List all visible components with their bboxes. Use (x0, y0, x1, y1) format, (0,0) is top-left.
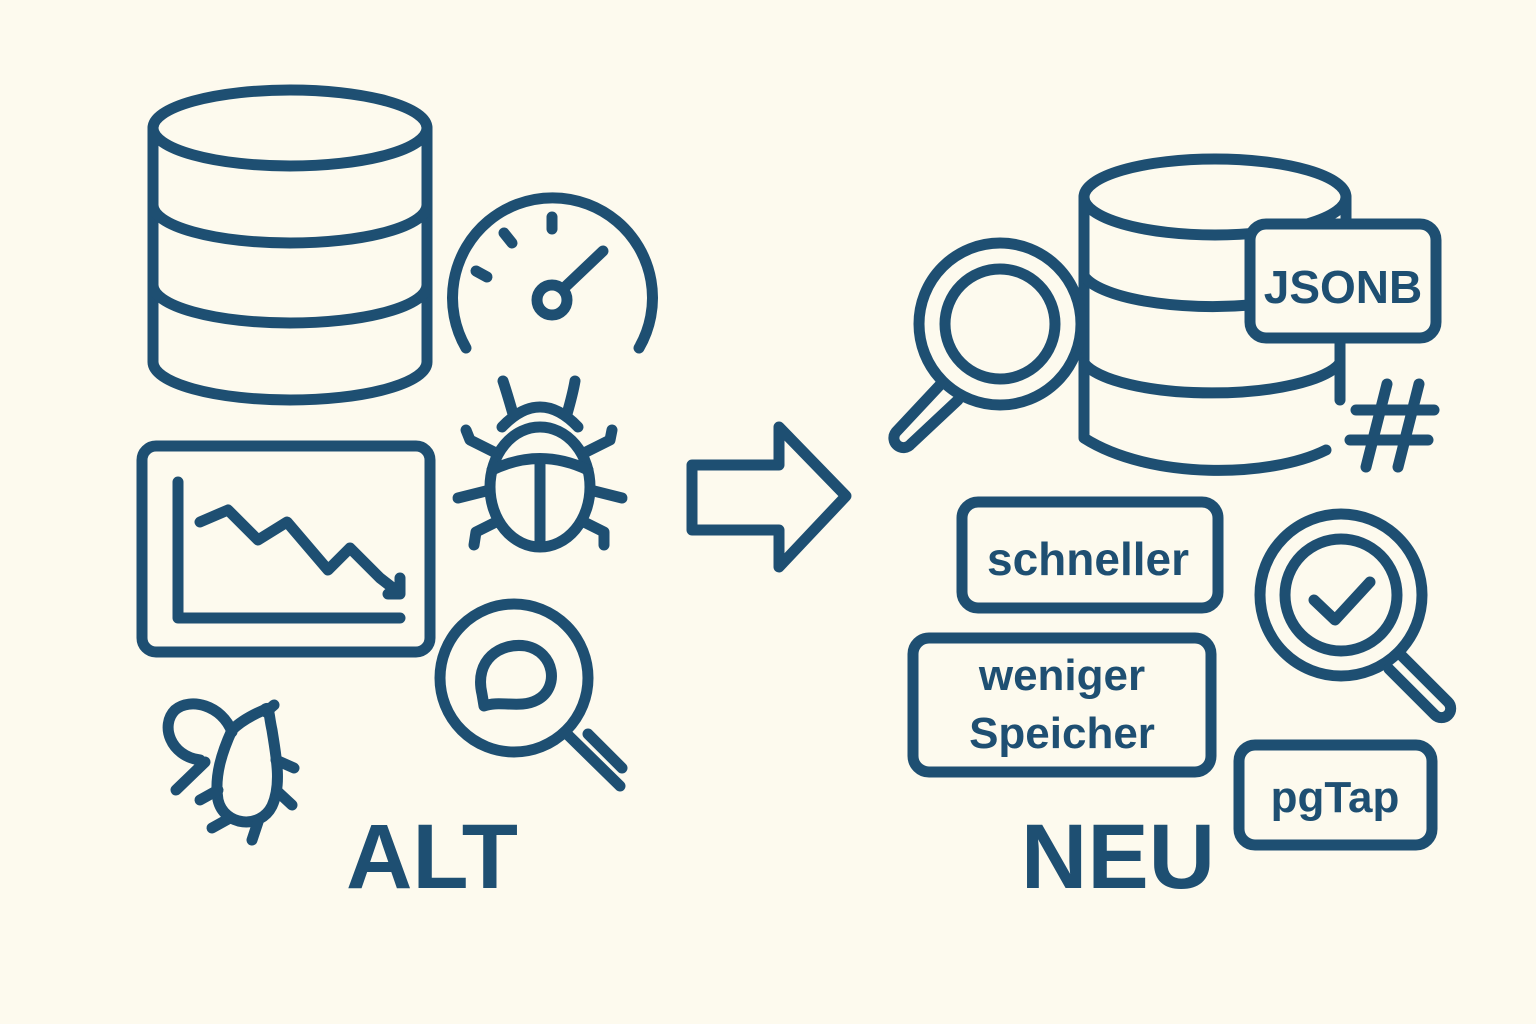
pgtap-badge: pgTap (1233, 739, 1438, 851)
fly-icon (162, 698, 300, 846)
line-chart-down-icon (136, 440, 436, 658)
database-icon (147, 84, 433, 406)
less-memory-badge-line1: weniger (978, 651, 1145, 700)
faster-badge-label: schneller (987, 533, 1189, 585)
neu-section: JSONB schneller weniger Speicher (888, 153, 1457, 908)
arrow-right-icon (686, 421, 852, 573)
magnifier-search-icon (434, 598, 628, 792)
bug-icon (452, 375, 628, 553)
speedometer-icon (447, 192, 658, 354)
less-memory-badge: weniger Speicher (907, 632, 1217, 778)
magnifier-check-icon (1254, 508, 1457, 724)
magnifier-icon (888, 237, 1087, 454)
pgtap-badge-label: pgTap (1271, 773, 1400, 822)
database-icon (1078, 153, 1352, 476)
jsonb-badge-label: JSONB (1264, 261, 1422, 313)
hash-icon (1344, 378, 1440, 473)
alt-section: ALT (136, 84, 658, 908)
jsonb-badge: JSONB (1244, 218, 1442, 344)
less-memory-badge-line2: Speicher (969, 709, 1155, 758)
faster-badge: schneller (956, 496, 1224, 614)
neu-label: NEU (1021, 806, 1215, 908)
alt-label: ALT (346, 806, 518, 908)
